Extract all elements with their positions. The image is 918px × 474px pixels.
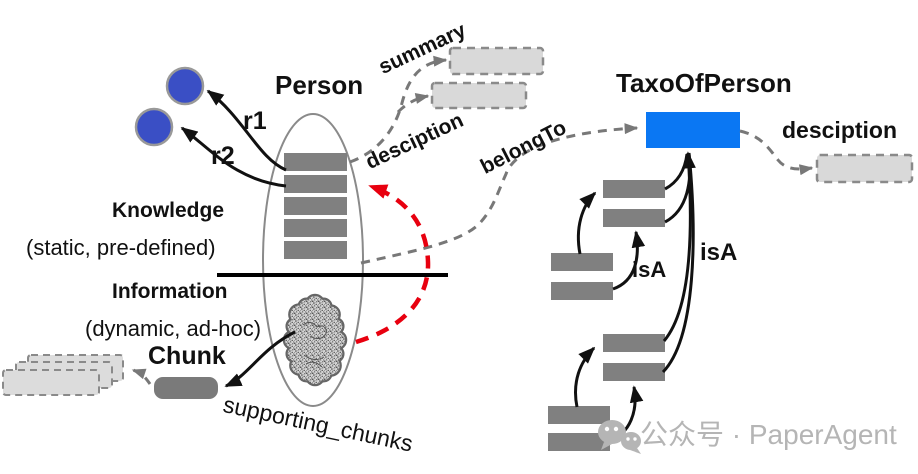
belongto-edge bbox=[360, 123, 639, 265]
summary-rects bbox=[430, 46, 545, 110]
desciption-right-rect bbox=[815, 153, 914, 184]
knowledge-sublabel: (static, pre-defined) bbox=[26, 235, 216, 260]
r1-arrow bbox=[206, 89, 287, 172]
information-sublabel: (dynamic, ad-hoc) bbox=[85, 316, 262, 341]
person-attribute-slots bbox=[284, 153, 347, 259]
information-label: Information bbox=[112, 280, 228, 303]
knowledge-information-divider bbox=[217, 273, 448, 277]
chunk-stack-arrow bbox=[131, 368, 152, 385]
wechat-icon bbox=[598, 420, 641, 454]
red-link-arc bbox=[355, 183, 431, 345]
r1-label: r1 bbox=[243, 107, 267, 135]
taxonomy-tree-nodes bbox=[548, 180, 665, 451]
isa-inner-label: isA bbox=[632, 257, 667, 282]
isa-outer-label: isA bbox=[700, 239, 738, 266]
entity-circle-1 bbox=[165, 66, 205, 106]
r2-arrow bbox=[180, 126, 287, 188]
chunk-cloud bbox=[282, 293, 348, 387]
chunk-node bbox=[154, 377, 218, 399]
desciption-left-edge bbox=[396, 93, 430, 114]
person-title: Person bbox=[275, 70, 364, 100]
taxo-node bbox=[646, 112, 740, 148]
taxo-title: TaxoOfPerson bbox=[616, 68, 792, 98]
watermark-text: 公众号 · PaperAgent bbox=[640, 419, 897, 450]
supporting-chunks-arrow bbox=[224, 330, 296, 388]
chunk-label: Chunk bbox=[148, 342, 226, 370]
entity-circle-2 bbox=[134, 107, 174, 147]
desciption-right-edge-label: desciption bbox=[782, 117, 898, 143]
desciption-right-edge bbox=[739, 129, 814, 176]
chunk-stack bbox=[2, 354, 124, 396]
knowledge-label: Knowledge bbox=[112, 199, 225, 222]
r2-label: r2 bbox=[211, 142, 235, 170]
summary-edge bbox=[349, 55, 448, 164]
